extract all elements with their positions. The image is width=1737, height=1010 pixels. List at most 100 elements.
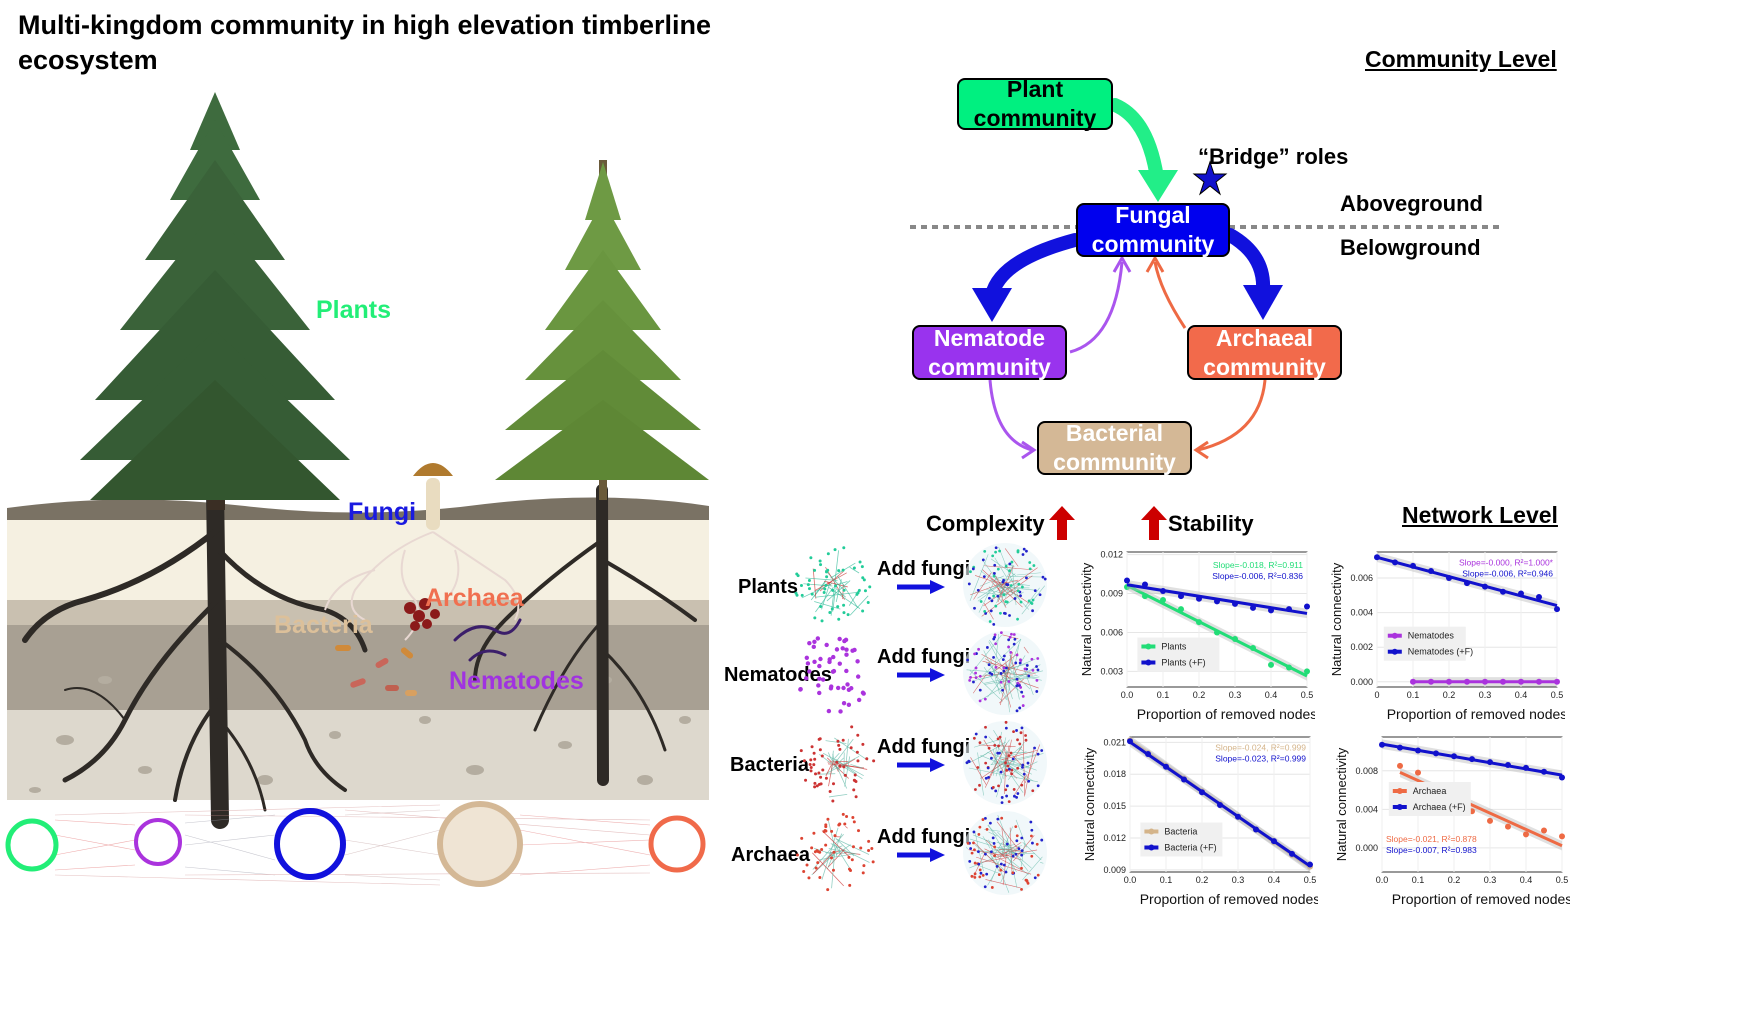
- data-point: [1160, 587, 1166, 594]
- data-point: [1253, 826, 1259, 833]
- nematode-community-line2: community: [928, 353, 1051, 380]
- data-point: [1554, 606, 1560, 613]
- archaea-ring: [648, 815, 706, 873]
- x-tick-label: 0.5: [1304, 875, 1317, 885]
- slope-stat-label: Slope=-0.024, R²=0.999: [1215, 742, 1306, 752]
- stability-label: Stability: [1168, 511, 1254, 536]
- x-tick-label: 0.1: [1412, 875, 1425, 885]
- legend-swatch-point: [1145, 659, 1152, 666]
- data-point: [1196, 595, 1202, 602]
- data-point: [1536, 594, 1542, 600]
- legend-label: Archaea (+F): [1413, 802, 1466, 812]
- community-level-heading: Community Level: [1365, 46, 1557, 72]
- data-point: [1214, 629, 1220, 636]
- plants-ring: [5, 818, 59, 872]
- data-point: [1392, 559, 1398, 566]
- bacteria-cells: [335, 645, 417, 696]
- add-fungi-label: Add fungi: [877, 646, 971, 668]
- nematode-worms: [453, 618, 522, 662]
- legend-label: Bacteria (+F): [1164, 843, 1216, 853]
- data-point: [1304, 668, 1310, 675]
- fir-tree-left: [80, 92, 350, 510]
- network-row-graphics: [798, 631, 1047, 715]
- x-tick-label: 0.3: [1479, 690, 1492, 700]
- network-before: [794, 546, 872, 623]
- network-after: [963, 811, 1047, 895]
- data-point: [1286, 606, 1292, 613]
- network-row-label: Nematodes: [724, 664, 832, 686]
- plant-community-line1: Plant: [1006, 76, 1064, 102]
- y-tick-label: 0.006: [1350, 573, 1373, 583]
- network-row-graphics: [795, 811, 1047, 895]
- fungal-community-line1: Fungal: [1115, 202, 1191, 228]
- network-row-label: Bacteria: [730, 754, 809, 776]
- network-before: [798, 636, 866, 714]
- add-fungi-label: Add fungi: [877, 826, 971, 848]
- data-point: [1178, 606, 1184, 613]
- data-point: [1178, 593, 1184, 600]
- fungal-to-archaeal-arrowhead: [1243, 285, 1283, 320]
- network-row-graphics: [794, 543, 1047, 627]
- x-axis-label: Proportion of removed nodes: [1137, 706, 1315, 722]
- data-point: [1505, 761, 1511, 768]
- data-point: [1199, 789, 1205, 796]
- archaeal-to-bacterial-arrowhead: [1193, 440, 1209, 460]
- network-level-heading: Network Level: [1402, 502, 1558, 528]
- data-point: [1446, 574, 1452, 581]
- x-tick-label: 0.2: [1443, 690, 1456, 700]
- nematode-to-fungal-arrow: [1069, 261, 1124, 354]
- figure-title: Multi-kingdom community in high elevatio…: [18, 10, 712, 75]
- data-point: [1518, 590, 1524, 597]
- data-point: [1415, 769, 1421, 776]
- bridge-star-icon: [1192, 160, 1228, 196]
- add-fungi-arrow-icon: [897, 580, 945, 594]
- x-tick-label: 0.3: [1484, 875, 1497, 885]
- legend-box: [1388, 782, 1471, 816]
- x-tick-label: 0.2: [1448, 875, 1461, 885]
- fungi-ring: [274, 808, 346, 880]
- data-point: [1232, 635, 1238, 642]
- soil-top-layer: [7, 520, 709, 600]
- y-tick-label: 0.000: [1350, 677, 1373, 687]
- x-axis-label: Proportion of removed nodes: [1140, 891, 1318, 907]
- data-point: [1235, 813, 1241, 820]
- add-fungi-arrow-icon: [897, 758, 945, 772]
- legend-label: Plants (+F): [1161, 658, 1205, 668]
- x-tick-label: 0.0: [1376, 875, 1389, 885]
- data-point: [1482, 583, 1488, 590]
- data-point: [1554, 678, 1560, 685]
- data-point: [1289, 850, 1295, 857]
- legend-box: [1137, 637, 1220, 672]
- y-axis-label: Natural connectivity: [1079, 562, 1094, 676]
- add-fungi-arrow-icon: [897, 848, 945, 862]
- x-tick-label: 0.4: [1520, 875, 1533, 885]
- legend-swatch-point: [1391, 632, 1398, 639]
- stability-up-arrow-icon: [1141, 506, 1167, 540]
- x-tick-label: 0.2: [1193, 690, 1206, 700]
- slope-stat-label: Slope=-0.021, R²=0.878: [1386, 834, 1477, 844]
- nematode-to-bacterial-arrow: [988, 379, 1033, 452]
- y-tick-label: 0.004: [1350, 608, 1373, 618]
- slope-stat-label: Slope=-0.018, R²=0.911: [1213, 560, 1303, 570]
- data-point: [1451, 753, 1457, 760]
- soil-bottom-layer: [7, 710, 709, 800]
- data-point: [1464, 678, 1470, 685]
- y-tick-label: 0.002: [1350, 642, 1373, 652]
- data-point: [1379, 741, 1385, 748]
- x-axis-label: Proportion of removed nodes: [1387, 706, 1565, 722]
- y-tick-label: 0.008: [1355, 766, 1378, 776]
- nematodes-label: Nematodes: [449, 667, 584, 695]
- legend-swatch-point: [1148, 844, 1155, 851]
- bacteria-label: Bacteria: [274, 611, 373, 639]
- soil-layer-2: [7, 600, 709, 625]
- x-tick-label: 0.0: [1124, 875, 1137, 885]
- archaeal-to-bacterial-arrow: [1197, 379, 1267, 452]
- fir-tree-right: [495, 160, 709, 500]
- y-tick-label: 0.018: [1103, 769, 1126, 779]
- soil-layer-3: [7, 625, 709, 710]
- x-tick-label: 0.4: [1268, 875, 1281, 885]
- x-tick-label: 0.4: [1265, 690, 1278, 700]
- plot-area: [1376, 551, 1558, 688]
- data-point: [1181, 776, 1187, 783]
